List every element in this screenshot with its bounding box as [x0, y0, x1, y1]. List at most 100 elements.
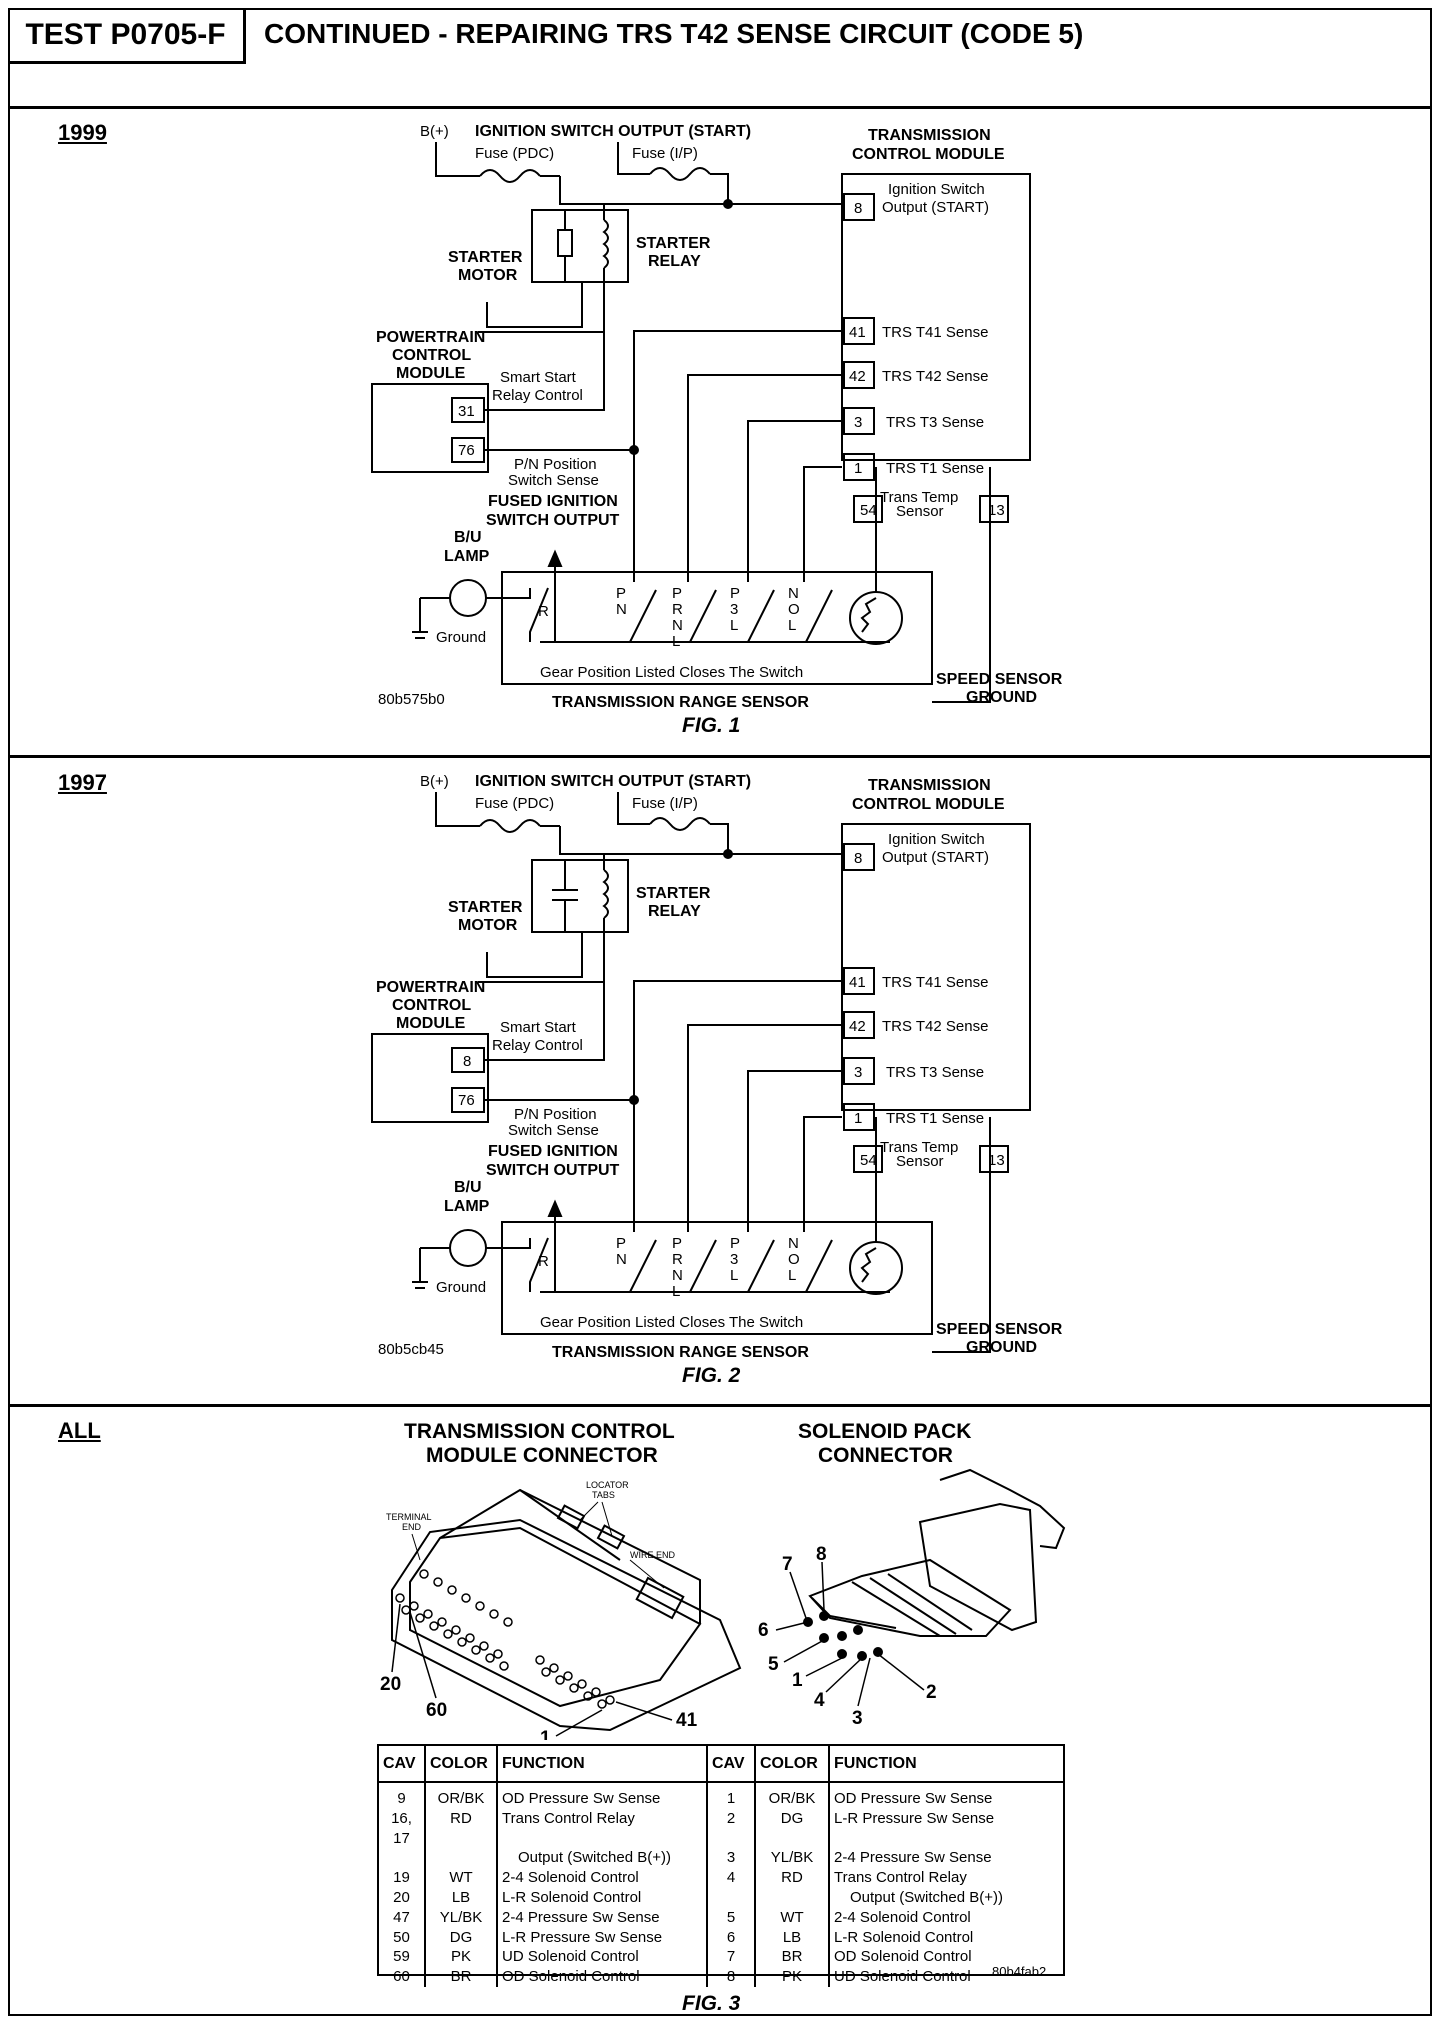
svg-text:STARTER: STARTER: [448, 899, 523, 916]
tcm-box: [841, 173, 1031, 461]
svg-text:TRS T42 Sense: TRS T42 Sense: [882, 1018, 988, 1035]
table-cell: Output (Switched B(+)): [850, 1888, 1003, 1906]
svg-text:P: P: [616, 585, 626, 602]
svg-text:MOTOR: MOTOR: [458, 267, 518, 284]
svg-text:LOCATOR: LOCATOR: [586, 1480, 629, 1490]
wiring-diagram-fig2: B(+) IGNITION SWITCH OUTPUT (START) Fuse…: [371, 773, 1063, 1387]
svg-text:N: N: [616, 1251, 627, 1268]
svg-text:STARTER: STARTER: [636, 885, 711, 902]
table-cell: YL/BK: [425, 1907, 498, 1928]
fuse-pdc-label: Fuse (PDC): [475, 145, 554, 162]
svg-text:41: 41: [849, 974, 866, 991]
svg-text:Smart Start: Smart Start: [500, 369, 577, 386]
col-color: COLOR: [425, 1746, 498, 1783]
svg-text:Fuse (I/P): Fuse (I/P): [632, 795, 698, 812]
svg-text:MODULE CONNECTOR: MODULE CONNECTOR: [426, 1444, 658, 1467]
svg-text:6: 6: [758, 1620, 769, 1641]
svg-text:R: R: [672, 601, 683, 618]
svg-text:41: 41: [676, 1710, 698, 1731]
svg-text:STARTER: STARTER: [448, 249, 523, 266]
tcm-pin-array: [395, 1569, 615, 1709]
svg-text:TRS T3 Sense: TRS T3 Sense: [886, 414, 984, 431]
pcm-pin-label: 31: [458, 403, 475, 420]
relay-coil-icon: [602, 219, 609, 269]
svg-text:SOLENOID PACK: SOLENOID PACK: [798, 1420, 971, 1443]
svg-text:TRS T41 Sense: TRS T41 Sense: [882, 974, 988, 991]
fuse-ip-icon: [649, 167, 711, 181]
svg-text:Ignition Switch: Ignition Switch: [888, 181, 985, 198]
table-cell: 1: [707, 1782, 756, 1809]
table-cell: [707, 1887, 756, 1908]
svg-text:P/N Position: P/N Position: [514, 456, 597, 473]
table-cell: 7: [707, 1947, 756, 1968]
table-cell: [379, 1848, 426, 1869]
svg-text:P: P: [672, 585, 682, 602]
section-label-all: ALL: [58, 1418, 101, 1443]
svg-text:N: N: [788, 1235, 799, 1252]
svg-text:B/U: B/U: [454, 1179, 482, 1196]
svg-text:CONNECTOR: CONNECTOR: [818, 1444, 953, 1467]
svg-text:42: 42: [849, 368, 866, 385]
svg-text:Fuse (PDC): Fuse (PDC): [475, 795, 554, 812]
svg-text:Gear Position Listed Closes Th: Gear Position Listed Closes The Switch: [540, 664, 803, 681]
svg-text:60: 60: [426, 1700, 447, 1721]
table-cell: WT: [425, 1868, 498, 1888]
pcm-box: [371, 383, 489, 473]
svg-text:Trans Temp: Trans Temp: [880, 489, 958, 506]
svg-text:SWITCH OUTPUT: SWITCH OUTPUT: [486, 1162, 620, 1179]
svg-text:P/N Position: P/N Position: [514, 1106, 597, 1123]
svg-text:20: 20: [380, 1674, 401, 1695]
svg-text:TERMINAL: TERMINAL: [386, 1512, 432, 1522]
pin-box: [843, 1103, 875, 1131]
tcm-pin-label: Sensor: [896, 1153, 944, 1170]
svg-text:R: R: [672, 1251, 683, 1268]
table-cell: Trans Control Relay: [834, 1869, 967, 1887]
table-cell: UD Solenoid Control: [497, 1947, 708, 1968]
tcm-pin-label: 1: [854, 460, 862, 477]
solenoid-pin-array: [803, 1611, 883, 1661]
svg-text:STARTER: STARTER: [636, 235, 711, 252]
table-cell: 2-4 Pressure Sw Sense: [497, 1907, 708, 1928]
svg-text:80b5cb45: 80b5cb45: [378, 1341, 444, 1358]
col-color-2: COLOR: [755, 1746, 830, 1783]
fuse-ip-label: Fuse (I/P): [632, 145, 698, 162]
tcm-pin-label: TRS T1 Sense: [886, 1110, 984, 1127]
svg-text:END: END: [402, 1522, 422, 1532]
figure-code: 80b575b0: [378, 691, 445, 708]
svg-text:Output (START): Output (START): [882, 199, 989, 216]
table-cell: BR: [425, 1967, 498, 1987]
table-cell: [755, 1887, 830, 1908]
svg-text:RELAY: RELAY: [648, 903, 701, 920]
table-cell: LB: [425, 1887, 498, 1908]
tcm-title: TRANSMISSION: [868, 127, 991, 144]
table-cell: DG: [425, 1927, 498, 1948]
table-cell: L-R Solenoid Control: [834, 1928, 974, 1946]
svg-text:76: 76: [458, 1092, 475, 1109]
svg-text:CONTROL: CONTROL: [392, 347, 471, 364]
table-cell: OD Pressure Sw Sense: [834, 1790, 993, 1807]
svg-text:MOTOR: MOTOR: [458, 917, 518, 934]
svg-text:Relay Control: Relay Control: [492, 387, 583, 404]
table-cell: Trans Control Relay: [497, 1808, 708, 1849]
svg-text:TRS T41 Sense: TRS T41 Sense: [882, 324, 988, 341]
pin-box: [853, 1145, 883, 1173]
table-cell: UD Solenoid Control: [834, 1968, 971, 1986]
svg-text:CONTROL: CONTROL: [392, 997, 471, 1014]
svg-text:FUSED IGNITION: FUSED IGNITION: [488, 493, 618, 510]
pin-box: [979, 495, 1009, 523]
svg-text:TRANSMISSION: TRANSMISSION: [868, 777, 991, 794]
starter-motor-icon: [557, 229, 573, 257]
svg-text:L: L: [672, 1283, 680, 1300]
section-divider-1: [8, 755, 1432, 758]
svg-text:WIRE END: WIRE END: [630, 1550, 676, 1560]
table-cell: 20: [379, 1887, 426, 1908]
table-cell: [425, 1848, 498, 1869]
svg-text:TRANSMISSION CONTROL: TRANSMISSION CONTROL: [404, 1420, 675, 1443]
tcm-pin-label: 54: [860, 502, 877, 519]
fuse-pdc-icon: [479, 169, 541, 183]
table-cell: 16, 17: [379, 1808, 426, 1849]
svg-text:5: 5: [768, 1654, 779, 1675]
